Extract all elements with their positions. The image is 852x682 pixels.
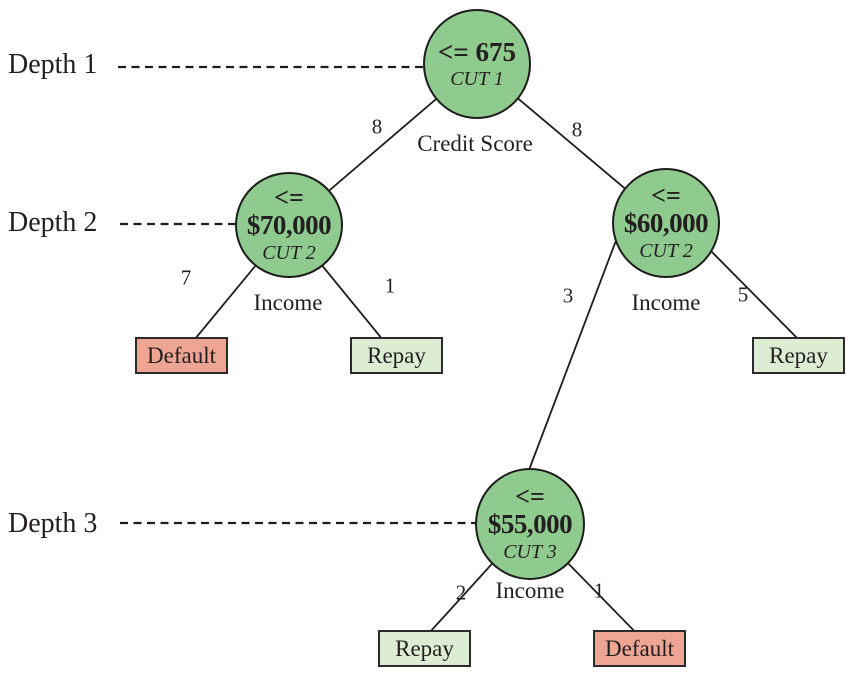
edge-right-to-cut3-node — [528, 229, 621, 471]
edge-count-cut3-default: 1 — [593, 578, 605, 603]
node-cut3-label: CUT 3 — [503, 540, 557, 563]
node-cut3-operator: <= — [515, 481, 545, 511]
node-cut1-credit-score: <= 675 CUT 1 — [423, 9, 531, 119]
edge-cut3-to-repay-leaf — [419, 554, 501, 644]
feature-label-income-left: Income — [253, 290, 323, 315]
node-cut1-condition: <= 675 — [437, 37, 517, 67]
feature-label-income-right: Income — [631, 290, 701, 315]
leaf-repay-bottom: Repay — [378, 630, 471, 667]
edge-count-cut3-repay: 2 — [455, 580, 467, 605]
edge-count-left-repay: 1 — [384, 273, 396, 298]
node-cut2-right-income: <= $60,000 CUT 2 — [612, 168, 720, 278]
edge-count-root-right: 8 — [571, 117, 583, 142]
node-cut2-left-income: <= $70,000 CUT 2 — [235, 172, 343, 278]
feature-label-income-cut3: Income — [495, 578, 565, 603]
leaf-default-bottom: Default — [593, 630, 686, 667]
node-cut3-threshold: $55,000 — [487, 508, 573, 539]
feature-label-credit-score: Credit Score — [417, 131, 533, 156]
depth-3-label: Depth 3 — [8, 508, 98, 539]
node-cut1-label: CUT 1 — [450, 68, 504, 90]
node-cut2-left-threshold: $70,000 — [246, 209, 332, 240]
edge-count-root-left: 8 — [371, 114, 383, 139]
node-cut2-right-operator: <= — [651, 180, 681, 210]
edge-right-to-repay-leaf — [704, 244, 805, 346]
edge-count-right-repay: 5 — [737, 282, 749, 307]
edge-count-left-default: 7 — [180, 265, 192, 290]
node-cut2-left-label: CUT 2 — [262, 241, 316, 264]
leaf-repay-right: Repay — [752, 337, 845, 374]
depth-1-label: Depth 1 — [8, 49, 98, 80]
edge-count-right-cut3: 3 — [562, 283, 574, 308]
leaf-default-left: Default — [135, 337, 228, 374]
node-cut2-right-threshold: $60,000 — [623, 207, 709, 238]
depth-2-label: Depth 2 — [8, 207, 98, 238]
node-cut2-right-label: CUT 2 — [639, 239, 693, 262]
node-cut3-income: <= $55,000 CUT 3 — [475, 468, 585, 580]
node-cut2-left-operator: <= — [274, 182, 304, 212]
leaf-repay-left: Repay — [350, 337, 443, 374]
